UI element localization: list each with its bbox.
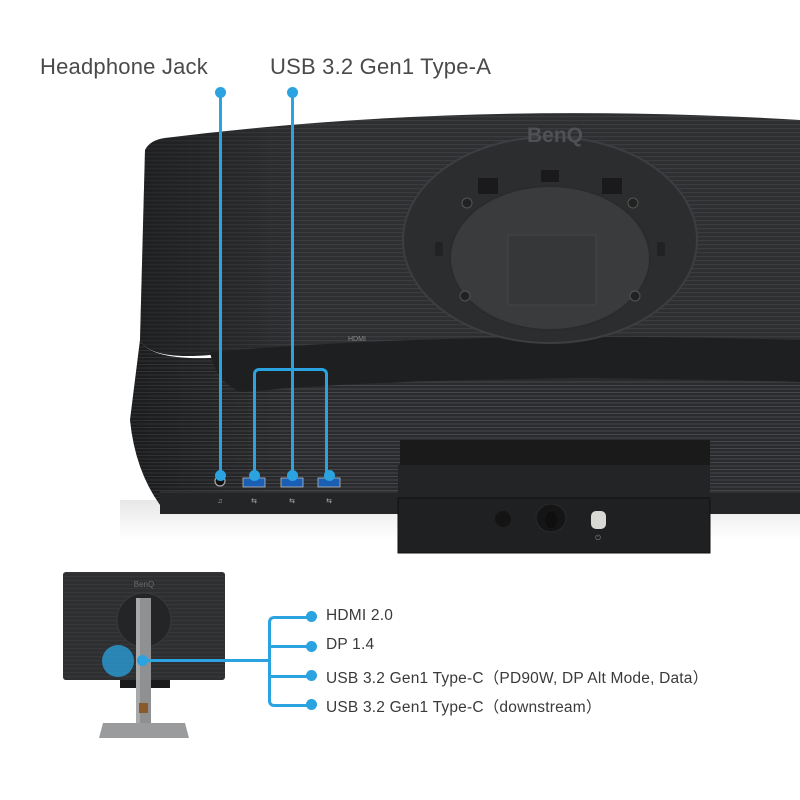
usb-a-bracket bbox=[253, 368, 328, 476]
bracket-line-dp bbox=[268, 645, 312, 648]
headphone-leader-line bbox=[219, 93, 222, 476]
usbc-2-dot bbox=[306, 699, 317, 710]
port-label-usbc-downstream: USB 3.2 Gen1 Type-C（downstream） bbox=[326, 699, 602, 716]
usb-a-port-dot-2 bbox=[287, 470, 298, 481]
monitor-rear-closeup: HDMI ⏻ ♫ ⇆ ⇆ ⇆ BenQ bbox=[120, 113, 800, 554]
svg-text:⇆: ⇆ bbox=[326, 498, 332, 505]
svg-text:⏻: ⏻ bbox=[595, 534, 601, 542]
headphone-jack-label: Headphone Jack bbox=[40, 54, 208, 79]
usb-a-leader-line bbox=[291, 93, 294, 476]
ports-bracket bbox=[268, 616, 312, 707]
svg-text:⇆: ⇆ bbox=[251, 498, 257, 505]
dp-dot bbox=[306, 641, 317, 652]
hdmi-dot bbox=[306, 611, 317, 622]
svg-text:♫: ♫ bbox=[217, 498, 222, 505]
usbc-1-dot bbox=[306, 670, 317, 681]
benq-logo-small: BenQ bbox=[134, 580, 154, 589]
benq-logo: BenQ bbox=[527, 124, 583, 147]
port-label-usbc-pd: USB 3.2 Gen1 Type-C（PD90W, DP Alt Mode, … bbox=[326, 670, 709, 687]
usb-a-port-dot-3 bbox=[324, 470, 335, 481]
hdmi-rear-text: HDMI bbox=[348, 336, 366, 343]
usb-a-callout-dot bbox=[287, 87, 298, 98]
port-label-dp: DP 1.4 bbox=[326, 636, 375, 653]
svg-text:⇆: ⇆ bbox=[289, 498, 295, 505]
thumbnail-leader-line bbox=[142, 659, 270, 662]
bracket-line-usbc-1 bbox=[268, 675, 312, 678]
headphone-callout-dot bbox=[215, 87, 226, 98]
monitor-thumbnail: BenQ bbox=[63, 572, 225, 738]
headphone-port-dot bbox=[215, 470, 226, 481]
port-label-hdmi: HDMI 2.0 bbox=[326, 607, 394, 624]
usb-type-a-label: USB 3.2 Gen1 Type-A bbox=[270, 54, 492, 79]
usb-a-port-dot-1 bbox=[249, 470, 260, 481]
